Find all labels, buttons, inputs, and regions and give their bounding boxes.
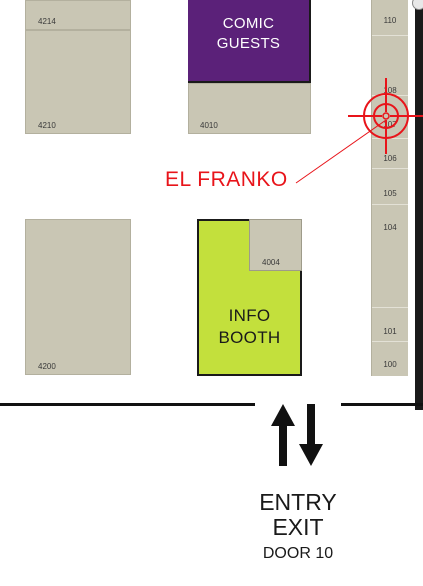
booth-number: 4214: [38, 17, 56, 26]
stall-number: 104: [383, 223, 397, 232]
stall-number: 105: [383, 189, 397, 198]
booth-4200[interactable]: 4200: [25, 219, 131, 375]
stall-number: 106: [383, 154, 397, 163]
stall-106[interactable]: 106: [372, 139, 408, 169]
info-booth-label: INFO BOOTH: [199, 305, 300, 349]
crosshair-target-icon: [348, 78, 423, 154]
marker-pointer-line: [295, 119, 387, 184]
stall-number: 100: [383, 360, 397, 369]
comic-label-line1: COMIC: [222, 15, 275, 32]
door-text: DOOR 10: [262, 545, 334, 562]
exit-text: EXIT: [272, 514, 324, 540]
stall-101[interactable]: 101: [372, 308, 408, 342]
comic-label-line2: GUESTS: [216, 35, 281, 52]
stall-108[interactable]: 108: [372, 36, 408, 96]
booth-4010[interactable]: 4010: [188, 83, 311, 134]
booth-number: 4010: [200, 121, 218, 130]
wall-left: [0, 403, 255, 406]
booth-4210[interactable]: 4210: [25, 30, 131, 134]
info-label-line1: INFO: [228, 306, 271, 325]
stall-104[interactable]: 104: [372, 205, 408, 308]
stall-number: 108: [383, 86, 397, 95]
up-down-arrows-icon: [271, 404, 323, 466]
marker-label: EL FRANKO: [165, 168, 288, 191]
comic-guests-label: COMIC GUESTS: [188, 14, 309, 54]
stall-number: 110: [383, 16, 397, 25]
booth-4004[interactable]: 4004: [249, 219, 302, 271]
stall-110[interactable]: 110: [372, 0, 408, 36]
booth-number: 4004: [262, 258, 280, 267]
stall-100[interactable]: 100: [372, 342, 408, 376]
edge-button-icon[interactable]: [412, 0, 423, 10]
stall-105[interactable]: 105: [372, 169, 408, 205]
entry-exit-label: ENTRY EXIT DOOR 10: [228, 490, 368, 565]
comic-guests-area[interactable]: COMIC GUESTS: [188, 0, 311, 83]
right-edge-bar: [415, 0, 423, 410]
info-label-line2: BOOTH: [218, 328, 281, 347]
entry-text: ENTRY: [259, 489, 337, 515]
booth-number: 4210: [38, 121, 56, 130]
stall-number: 107: [383, 120, 397, 129]
booth-number: 4200: [38, 362, 56, 371]
stall-column: 110 108 107 106 105 104 101 100: [371, 0, 408, 376]
booth-4214[interactable]: 4214: [25, 0, 131, 30]
wall-right: [341, 403, 423, 406]
stall-number: 101: [383, 327, 397, 336]
